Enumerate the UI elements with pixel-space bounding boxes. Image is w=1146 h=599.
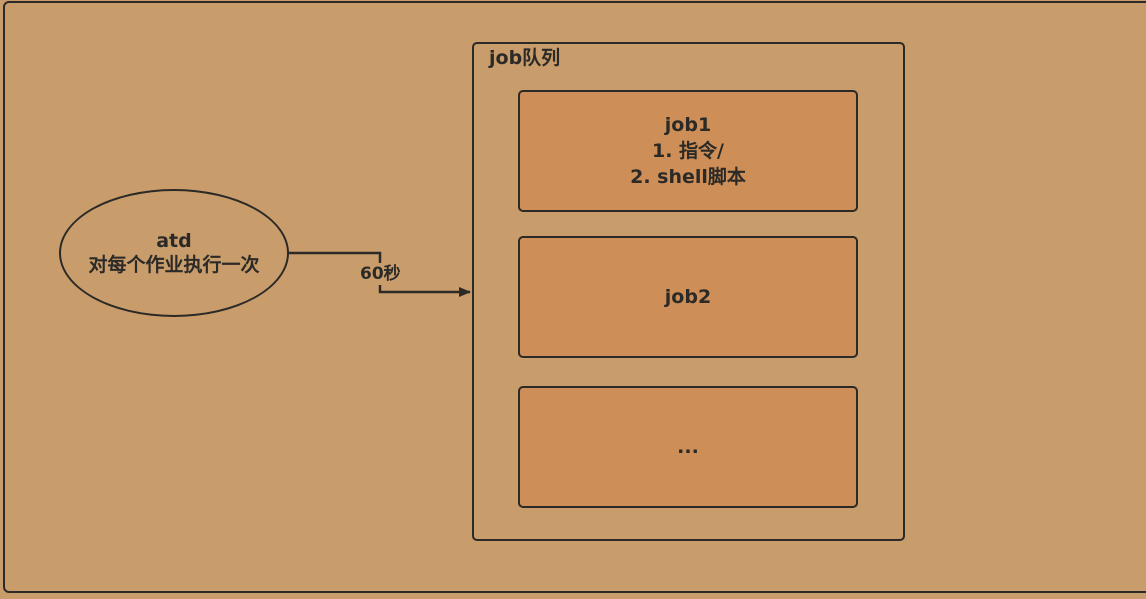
job-box-1: job1 1. 指令/ 2. shell脚本	[518, 90, 858, 212]
job-1-line-1: 1. 指令/	[652, 140, 724, 162]
job-1-title: job1	[664, 114, 712, 136]
job-queue-container	[472, 42, 905, 541]
job-box-2: job2	[518, 236, 858, 358]
job-queue-title: job队列	[489, 47, 561, 69]
job-box-3: ...	[518, 386, 858, 508]
job-2-title: job2	[664, 286, 712, 308]
interval-label: 60秒	[359, 263, 402, 285]
atd-daemon-name: atd	[156, 230, 192, 252]
job-1-line-2: 2. shell脚本	[630, 166, 746, 188]
job-3-title: ...	[677, 436, 699, 458]
atd-daemon-node: atd 对每个作业执行一次	[59, 189, 289, 317]
atd-daemon-description: 对每个作业执行一次	[88, 254, 260, 276]
